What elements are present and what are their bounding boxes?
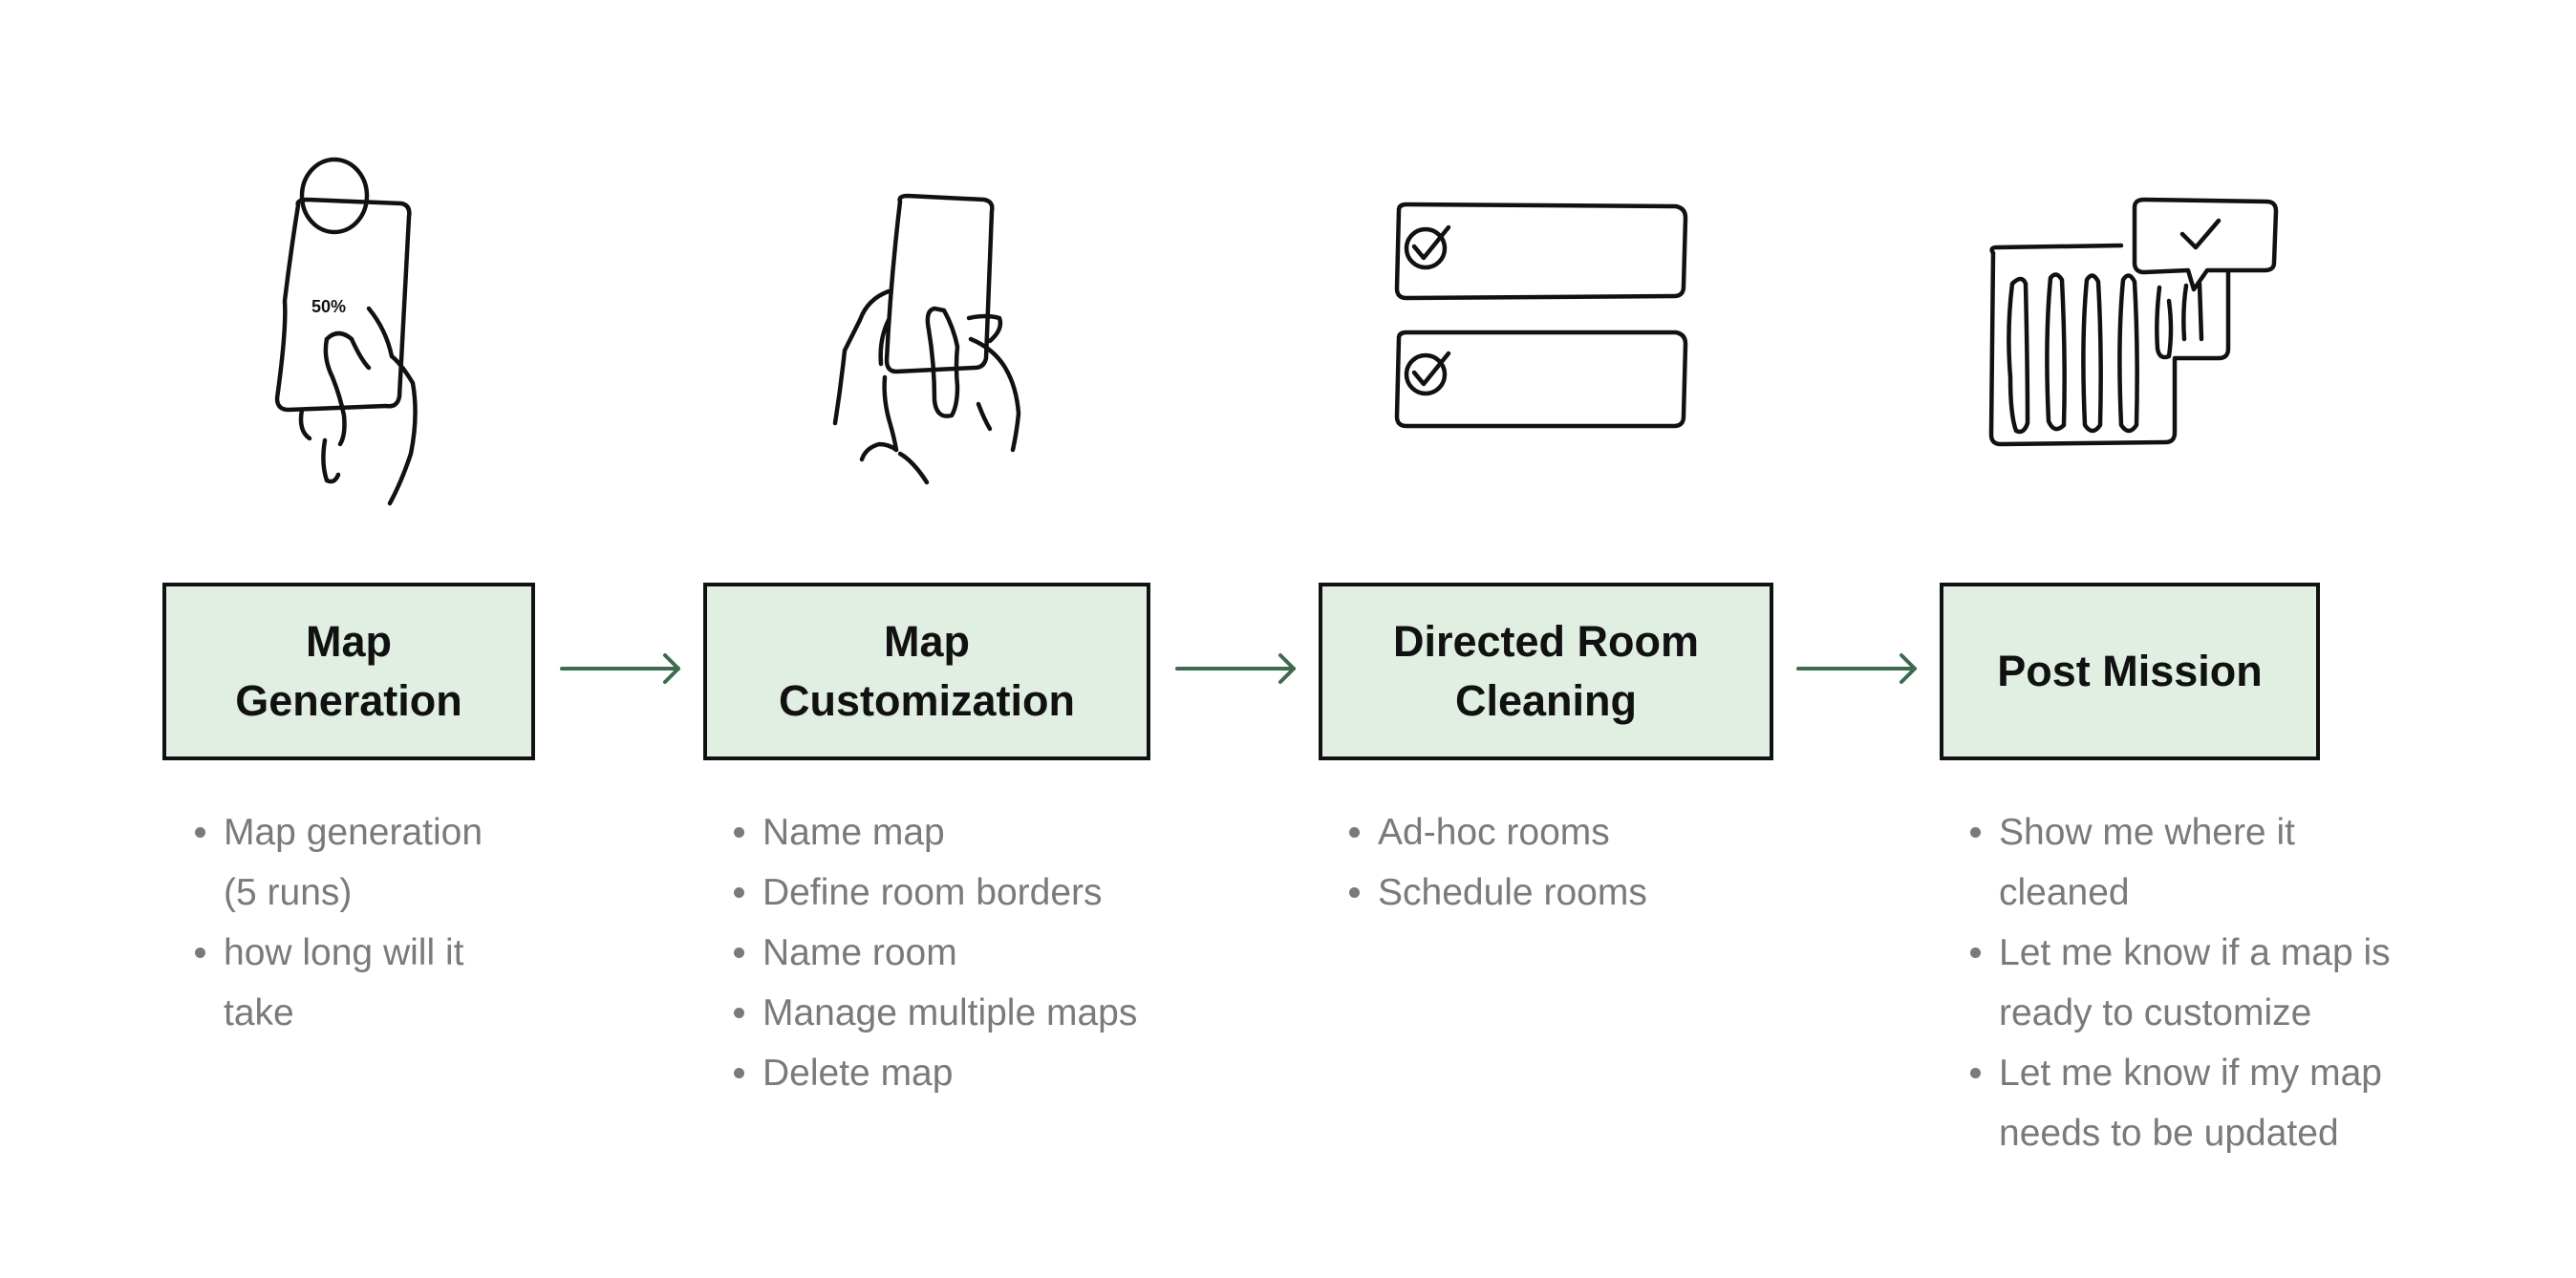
percent-label: 50% [311, 297, 347, 316]
stage-title: Directed Room Cleaning [1392, 617, 1700, 725]
bullet-item: Ad-hoc rooms [1338, 802, 1777, 863]
bullet-item: how long will it take [183, 923, 527, 1043]
bullet-item: Name map [722, 802, 1200, 863]
bullet-item: Define room borders [722, 863, 1200, 923]
stage-post-mission: Post Mission [1940, 583, 2320, 760]
flow-arrow [1796, 650, 1921, 692]
bullet-item: Manage multiple maps [722, 983, 1200, 1043]
bullet-item: Name room [722, 923, 1200, 983]
bullet-item: Schedule rooms [1338, 863, 1777, 923]
bullets-post-mission: Show me where it cleaned Let me know if … [1959, 802, 2494, 1163]
bullets-map-generation: Map generation (5 runs) how long will it… [183, 802, 527, 1043]
flow-arrow [560, 650, 684, 692]
hands-using-phone-icon [822, 193, 1032, 492]
bullets-map-customization: Name map Define room borders Name room M… [722, 802, 1200, 1103]
bullets-directed-room-cleaning: Ad-hoc rooms Schedule rooms [1338, 802, 1777, 923]
stage-title: Map Customization [779, 617, 1075, 725]
hand-holding-phone-icon: 50% [269, 157, 432, 511]
stage-directed-room-cleaning: Directed Room Cleaning [1319, 583, 1773, 760]
bullet-item: Let me know if a map is ready to customi… [1959, 923, 2494, 1043]
bullet-item: Map generation (5 runs) [183, 802, 527, 923]
cleaned-map-with-check-icon [1978, 196, 2284, 454]
flow-arrow [1175, 650, 1299, 692]
bullet-item: Let me know if my map needs to be update… [1959, 1043, 2494, 1163]
stage-title: Map Generation [235, 617, 462, 725]
bullet-item: Delete map [722, 1043, 1200, 1103]
checklist-icon [1385, 201, 1701, 439]
bullet-item: Show me where it cleaned [1959, 802, 2494, 923]
stage-map-customization: Map Customization [703, 583, 1150, 760]
stage-map-generation: Map Generation [162, 583, 535, 760]
stage-title: Post Mission [1997, 647, 2263, 695]
